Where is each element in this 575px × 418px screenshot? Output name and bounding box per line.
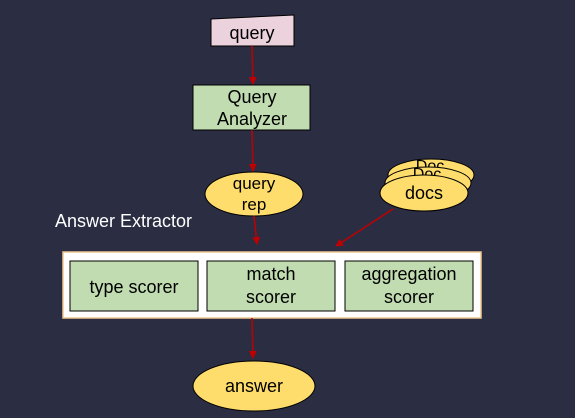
answer-node: answer xyxy=(192,360,316,412)
query-rep-line2: rep xyxy=(242,195,267,214)
match-scorer-node: match scorer xyxy=(206,260,336,312)
query-rep-node: query rep xyxy=(204,171,304,217)
docs-front-ellipse xyxy=(379,174,469,212)
answer-extractor-container: type scorer match scorer aggregation sco… xyxy=(62,251,482,319)
match-scorer-line2: scorer xyxy=(246,287,296,307)
arrow-query-to-analyzer xyxy=(248,45,257,85)
query-analyzer-line1: Query xyxy=(227,87,276,107)
arrow-extractor-to-answer xyxy=(248,317,257,359)
arrow-docs-to-extractor xyxy=(335,208,394,247)
query-analyzer-node: Query Analyzer xyxy=(192,84,311,131)
aggregation-scorer-line1: aggregation xyxy=(361,264,456,284)
docs-stack: Doc Doc docs xyxy=(379,158,475,212)
answer-extractor-title: Answer Extractor xyxy=(55,211,193,231)
query-node: query xyxy=(210,14,295,47)
arrow-query-rep-to-extractor xyxy=(252,215,261,245)
match-scorer-line1: match xyxy=(246,264,295,284)
docs-label: docs xyxy=(405,183,443,203)
aggregation-scorer-line2: scorer xyxy=(384,287,434,307)
answer-label: answer xyxy=(225,376,283,396)
query-rep-line1: query xyxy=(233,174,276,193)
aggregation-scorer-node: aggregation scorer xyxy=(344,260,474,312)
query-analyzer-line2: Analyzer xyxy=(217,109,287,129)
query-label: query xyxy=(229,23,274,43)
type-scorer-label: type scorer xyxy=(89,277,178,297)
arrow-analyzer-to-query-rep xyxy=(248,129,257,172)
type-scorer-node: type scorer xyxy=(69,260,199,312)
